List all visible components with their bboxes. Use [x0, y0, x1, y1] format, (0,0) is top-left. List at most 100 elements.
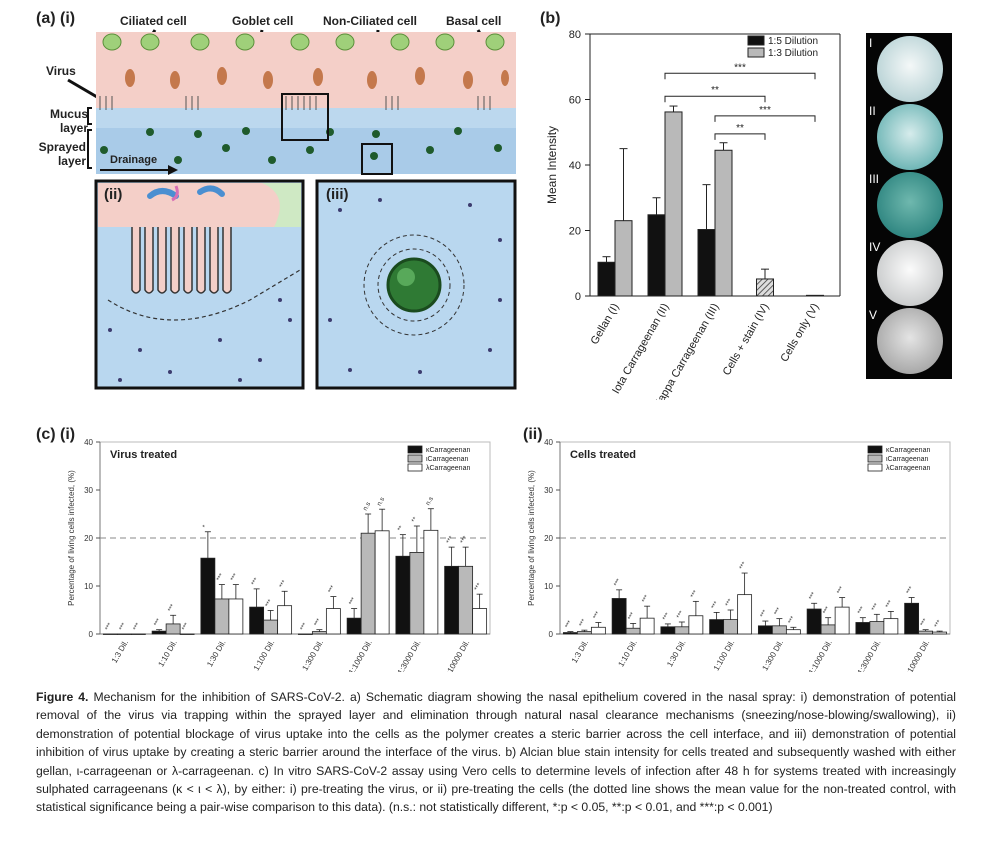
significance-label: n.s: [376, 496, 387, 508]
bar: [325, 608, 341, 635]
legend-label: κCarrageenan: [886, 447, 930, 454]
x-tick-label: 1:10000 Dil.: [902, 639, 931, 673]
x-tick-label: 1:3 Dil.: [570, 639, 590, 665]
bar: [151, 630, 167, 635]
significance-label: ***: [773, 606, 783, 616]
significance-label: ***: [181, 622, 191, 632]
significance-label: ***: [933, 619, 943, 629]
goblet-cell-label: Goblet cell: [232, 14, 294, 28]
y-tick-label: 60: [569, 95, 581, 107]
significance-label: ***: [808, 591, 818, 601]
bar: [756, 278, 774, 297]
x-tick-label: 1:3 Dil.: [110, 639, 130, 665]
x-tick-label: 1:100 Dil.: [252, 639, 277, 673]
bar: [346, 617, 362, 635]
x-tick-label: 1:3000 Dil.: [396, 639, 423, 673]
legend-swatch: [867, 454, 883, 463]
bar: [395, 555, 411, 635]
x-tick-label: Gellan (I): [589, 302, 622, 347]
significance-label: ***: [662, 611, 672, 621]
bar: [597, 261, 616, 297]
bar: [869, 621, 885, 635]
panel-c-label: (c) (i): [36, 426, 76, 443]
significance-bracket: [714, 115, 816, 122]
bar: [611, 598, 627, 635]
roman-label-iv: IV: [869, 240, 881, 254]
bar: [165, 623, 181, 635]
bar: [228, 598, 244, 635]
figure-caption: Figure 4. Mechanism for the inhibition o…: [36, 688, 956, 817]
x-tick-label: 1:30 Dil.: [665, 639, 687, 669]
significance-bracket: [664, 72, 816, 80]
bar: [263, 619, 279, 635]
bar: [664, 111, 683, 297]
legend-label: λCarrageenan: [886, 465, 930, 472]
legend-swatch: [407, 445, 423, 454]
y-axis-label: Mean Intensity: [545, 126, 559, 204]
significance-label: **: [397, 524, 406, 532]
y-tick-label: 0: [89, 630, 94, 639]
significance-label: ***: [759, 609, 769, 619]
mucus-layer-label: Mucus layer: [49, 107, 88, 135]
significance-label: ***: [327, 584, 337, 594]
chart-title: Cells treated: [570, 449, 636, 461]
bar: [249, 606, 265, 635]
significance-label: *: [202, 524, 210, 530]
bar: [116, 633, 132, 635]
significance-label: ***: [313, 617, 323, 627]
significance-label: ***: [690, 589, 700, 599]
bar: [932, 631, 948, 635]
roman-label-i: I: [869, 36, 873, 50]
significance-label: n.s: [425, 495, 436, 507]
bar: [688, 615, 704, 635]
significance-label: ***: [564, 619, 574, 629]
bar: [625, 627, 641, 635]
significance-label: **: [411, 516, 420, 524]
x-tick-label: Cells + stain (IV): [721, 302, 772, 378]
significance-label: ***: [836, 585, 846, 595]
bar: [614, 220, 633, 297]
bar: [102, 633, 118, 635]
y-tick-label: 40: [569, 160, 581, 172]
bar: [709, 619, 725, 635]
legend-swatch: [407, 463, 423, 472]
bar: [785, 629, 801, 635]
significance-label: ***: [787, 615, 797, 625]
significance-label: **: [711, 85, 719, 96]
bar: [458, 565, 474, 635]
y-tick-label: 30: [84, 486, 93, 495]
x-tick-label: 1:300 Dil.: [300, 639, 325, 673]
y-tick-label: 20: [544, 534, 553, 543]
legend-swatch: [867, 445, 883, 454]
bar: [444, 565, 460, 635]
x-tick-label: 1:3000 Dil.: [856, 639, 883, 673]
significance-label: ***: [118, 622, 128, 632]
epithelium-schematic: [67, 29, 517, 390]
bar: [757, 625, 773, 635]
significance-label: ***: [153, 617, 163, 627]
roman-label-iii: III: [869, 172, 880, 186]
significance-label: ***: [738, 561, 748, 571]
drainage-label: Drainage: [110, 154, 158, 166]
figure-label: Figure 4.: [36, 690, 89, 704]
bar: [883, 618, 899, 635]
bar: [723, 619, 739, 635]
x-tick-label: 1:100 Dil.: [712, 639, 737, 673]
significance-label: ***: [905, 585, 915, 595]
non-ciliated-cell-label: Non-Ciliated cell: [323, 14, 418, 28]
bar: [277, 605, 293, 635]
x-tick-label: 1:10 Dil.: [616, 639, 638, 669]
y-axis-label: Percentage of living cells infected, (%): [527, 470, 536, 606]
x-tick-label: 1:10 Dil.: [156, 639, 178, 669]
y-tick-label: 10: [544, 582, 553, 591]
basal-cell-label: Basal cell: [446, 14, 502, 28]
y-axis-label: Percentage of living cells infected, (%): [67, 470, 76, 606]
significance-label: ***: [264, 598, 274, 608]
panel-a-iii-label: (iii): [326, 186, 349, 203]
y-tick-label: 20: [84, 534, 93, 543]
chart-title: Virus treated: [110, 449, 177, 461]
significance-label: ***: [710, 600, 720, 610]
significance-label: ***: [627, 611, 637, 621]
x-tick-label: Iota Carrageenan (II): [610, 302, 671, 396]
